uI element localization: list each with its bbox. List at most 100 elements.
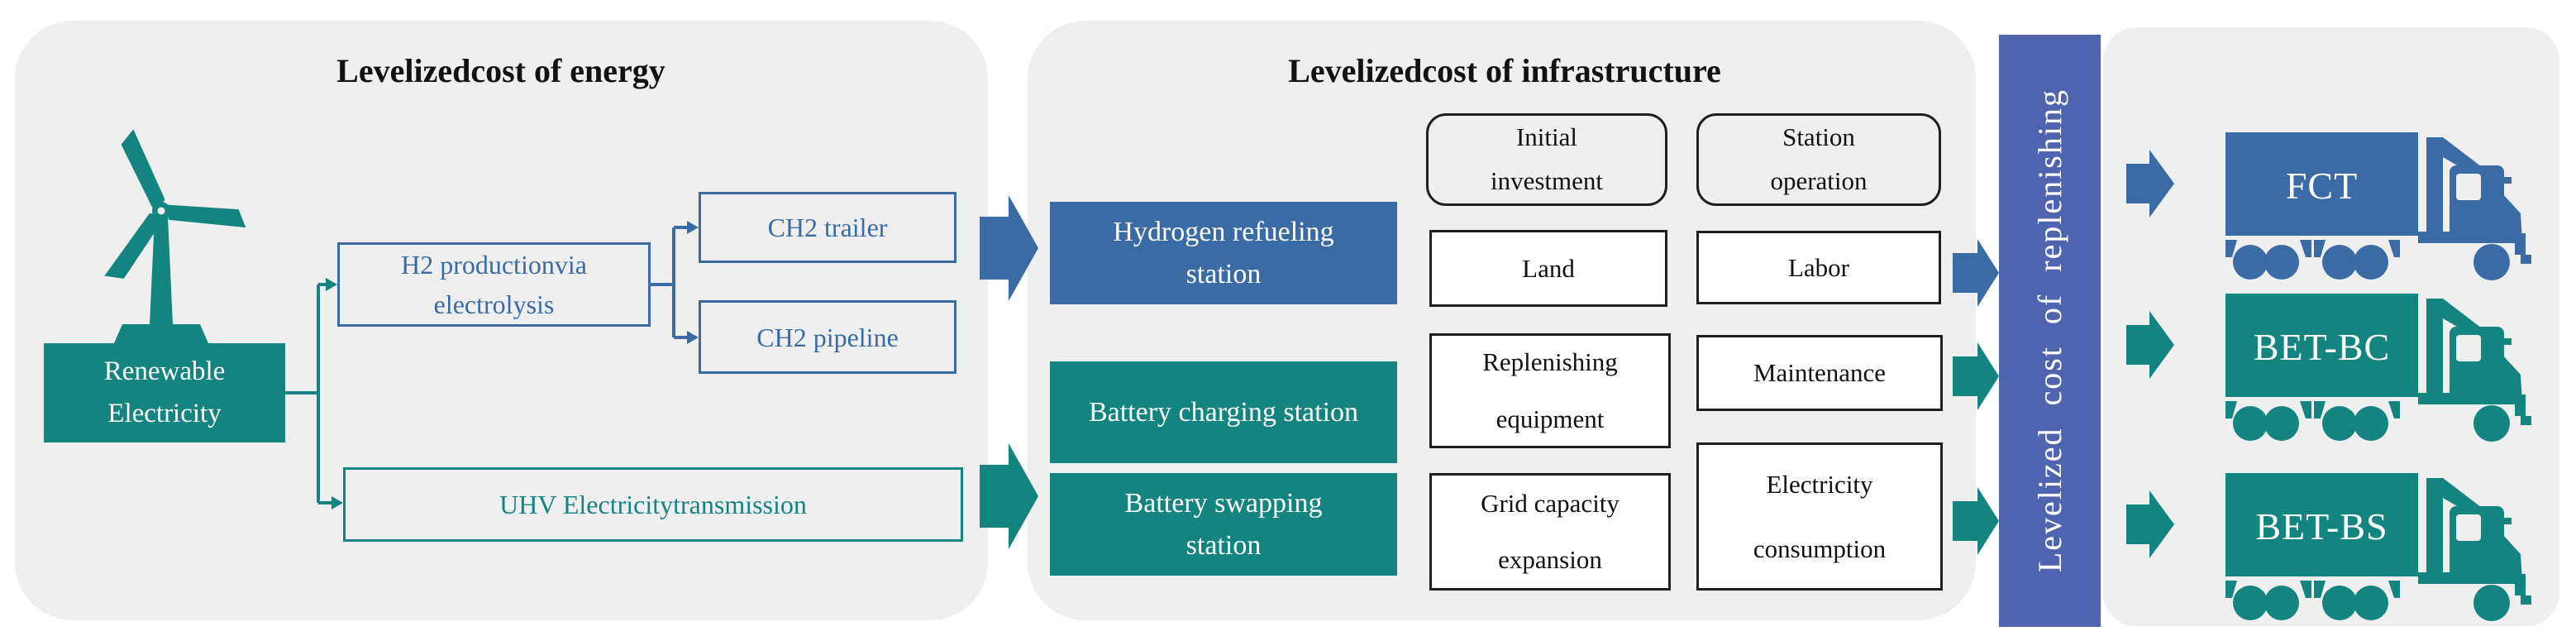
bet-bs-truck-icon — [2225, 473, 2531, 621]
initial-investment-header: Initial investment — [1426, 113, 1667, 206]
truck-wheel — [2322, 406, 2357, 441]
truck-wheel — [2473, 405, 2510, 442]
truck-part — [2314, 401, 2326, 418]
wind-turbine-icon — [104, 129, 246, 343]
ch2-pipeline-label: CH2 pipeline — [756, 322, 899, 352]
arrow-bar-to-fct — [2126, 150, 2174, 218]
truck-part — [2300, 401, 2311, 418]
truck-wheel — [2322, 586, 2357, 620]
battery-charging-station-box: Battery charging station — [1050, 361, 1397, 463]
arrow-bcs-to-replenishing-bar — [1953, 342, 1999, 410]
battery-swapping-station-box: Battery swapping station — [1050, 473, 1397, 576]
truck-wheel — [2233, 245, 2268, 280]
truck-wheel — [2264, 245, 2299, 280]
fct-truck-icon — [2225, 132, 2531, 280]
truck-part — [2515, 233, 2526, 255]
truck-part — [2225, 294, 2418, 397]
renewable-electricity-label: Renewable Electricity — [103, 356, 226, 428]
truck-part — [2515, 395, 2526, 416]
ch2-pipeline-box: CH2 pipeline — [699, 300, 956, 374]
bss-label: Battery swapping station — [1124, 488, 1323, 561]
initial-investment-label: Initial investment — [1490, 122, 1604, 195]
truck-part — [2225, 132, 2418, 236]
truck-wheel — [2354, 245, 2388, 280]
bet-bs-truck-label: BET-BS — [2255, 504, 2388, 548]
truck-part — [2300, 240, 2311, 257]
land-box: Land — [1429, 230, 1667, 307]
bet-bc-truck-label: BET-BC — [2253, 325, 2391, 368]
levelized-cost-replenishing-bar: Levelized cost of replenishing — [1999, 35, 2101, 627]
uhv-transmission-label: UHV Electricitytransmission — [499, 489, 807, 519]
truck-wheel — [2322, 245, 2357, 280]
land-label: Land — [1522, 253, 1575, 283]
truck-wheel — [2264, 586, 2299, 620]
ch2-trailer-label: CH2 trailer — [767, 213, 888, 242]
electricity-consumption-box: Electricity consumption — [1696, 442, 1943, 591]
truck-part — [2504, 518, 2512, 524]
truck-part — [2426, 478, 2443, 572]
big-arrow-energy-to-battery-infrastructure — [980, 443, 1038, 549]
hydrogen-refueling-station-box: Hydrogen refueling station — [1050, 202, 1397, 304]
station-operation-label: Station operation — [1770, 122, 1868, 195]
truck-wheel — [2354, 406, 2388, 441]
truck-part — [2300, 581, 2311, 598]
bet-bc-truck-icon — [2225, 294, 2531, 442]
truck-wheel — [2233, 406, 2268, 441]
electricity-consumption-label: Electricity consumption — [1753, 470, 1887, 563]
truck-wheel — [2473, 244, 2510, 280]
truck-window — [2456, 514, 2481, 541]
truck-window — [2456, 335, 2481, 361]
h2-connectors — [651, 221, 699, 344]
ch2-trailer-box: CH2 trailer — [699, 192, 956, 263]
truck-part — [2504, 338, 2512, 345]
arrow-bar-to-bet-bc — [2126, 311, 2174, 379]
renewable-connectors — [285, 278, 343, 509]
station-operation-header: Station operation — [1696, 113, 1941, 206]
energy-panel — [15, 21, 988, 620]
truck-part — [2426, 137, 2443, 232]
h2-production-label: H2 productionvia electrolysis — [401, 250, 587, 319]
energy-panel-title: Levelizedcost of energy — [336, 52, 665, 89]
replenishing-equipment-label: Replenishing equipment — [1482, 347, 1618, 433]
truck-part — [2388, 401, 2400, 418]
infrastructure-panel-title: Levelizedcost of infrastructure — [1288, 52, 1721, 89]
truck-part — [2502, 534, 2522, 582]
bcs-label: Battery charging station — [1088, 397, 1359, 428]
truck-part — [2225, 473, 2418, 576]
truck-part — [2225, 401, 2237, 418]
hrs-label: Hydrogen refueling station — [1113, 217, 1334, 289]
grid-capacity-expansion-box: Grid capacity expansion — [1429, 473, 1671, 591]
labor-label: Labor — [1787, 252, 1850, 282]
replenishing-equipment-box: Replenishing equipment — [1429, 333, 1671, 448]
grid-capacity-expansion-label: Grid capacity expansion — [1481, 488, 1620, 574]
truck-part — [2314, 240, 2326, 257]
truck-part — [2521, 416, 2531, 425]
truck-part — [2521, 595, 2531, 605]
h2-production-box: H2 productionvia electrolysis — [337, 242, 651, 327]
truck-wheel — [2233, 586, 2268, 620]
truck-part — [2521, 255, 2531, 264]
arrow-hrs-to-replenishing-bar — [1953, 239, 1999, 307]
truck-part — [2225, 240, 2237, 257]
maintenance-label: Maintenance — [1753, 358, 1887, 387]
truck-part — [2314, 581, 2326, 598]
arrow-bss-to-replenishing-bar — [1953, 487, 1999, 555]
truck-part — [2504, 177, 2512, 184]
truck-part — [2388, 240, 2400, 257]
renewable-electricity-box: Renewable Electricity — [44, 343, 285, 442]
truck-window — [2456, 174, 2481, 200]
truck-part — [2502, 355, 2522, 403]
uhv-transmission-box: UHV Electricitytransmission — [343, 467, 963, 542]
fct-truck-label: FCT — [2285, 164, 2359, 207]
big-arrow-energy-to-h2-infrastructure — [980, 195, 1038, 301]
truck-part — [2426, 299, 2443, 393]
truck-wheel — [2473, 585, 2510, 621]
truck-part — [2515, 574, 2526, 595]
truck-part — [2388, 581, 2400, 598]
labor-box: Labor — [1696, 231, 1941, 304]
truck-part — [2225, 581, 2237, 598]
truck-wheel — [2264, 406, 2299, 441]
truck-part — [2502, 194, 2522, 241]
